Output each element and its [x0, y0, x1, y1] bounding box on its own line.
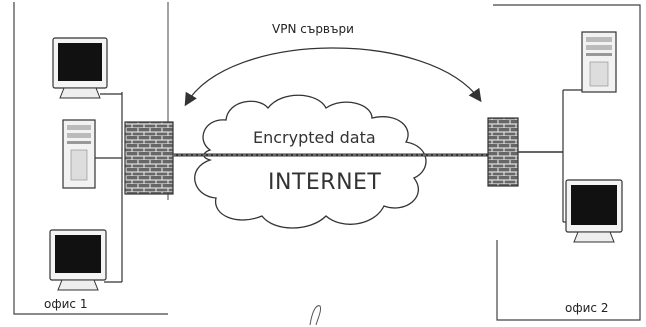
- server-tower-icon: [563, 31, 617, 93]
- firewall-icon: [487, 117, 519, 187]
- server-tower-icon: [62, 119, 122, 189]
- vpn-servers-label: VPN сървъри: [272, 22, 354, 36]
- monitor-icon: [563, 179, 623, 243]
- monitor-icon: [49, 229, 122, 291]
- office-2-box: [493, 4, 641, 321]
- office-1-label: офис 1: [44, 297, 88, 311]
- firewall-icon: [124, 121, 174, 195]
- internet-label: INTERNET: [268, 170, 382, 195]
- vpn-arc-arrow: [184, 47, 482, 107]
- monitor-icon: [52, 37, 122, 99]
- encrypted-data-label: Encrypted data: [253, 128, 376, 147]
- office-2-label: офис 2: [565, 301, 609, 315]
- cloud-icon: [194, 94, 427, 229]
- handwritten-mark: [309, 305, 321, 326]
